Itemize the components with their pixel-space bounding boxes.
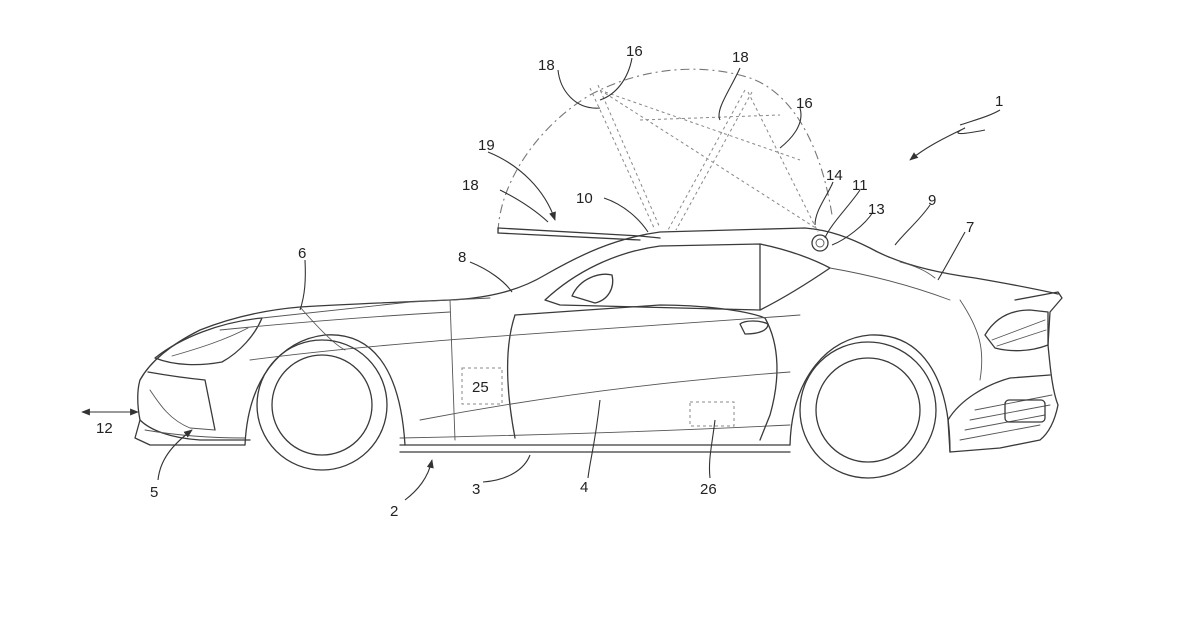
label-16-right: 16 bbox=[796, 95, 813, 112]
label-4: 4 bbox=[580, 479, 588, 496]
label-13: 13 bbox=[868, 201, 885, 218]
component-26-box bbox=[689, 401, 735, 427]
label-18-left: 18 bbox=[538, 57, 555, 74]
leader-lines bbox=[81, 57, 1001, 501]
label-18-right: 18 bbox=[732, 49, 749, 66]
label-8: 8 bbox=[458, 249, 466, 266]
label-1: 1 bbox=[995, 93, 1003, 110]
roof-trajectory bbox=[497, 68, 833, 233]
component-25-box bbox=[461, 367, 503, 405]
label-12: 12 bbox=[96, 420, 113, 437]
label-25: 25 bbox=[472, 379, 489, 396]
label-6: 6 bbox=[298, 245, 306, 262]
label-26: 26 bbox=[700, 481, 717, 498]
label-2: 2 bbox=[390, 503, 398, 520]
label-18-panel: 18 bbox=[462, 177, 479, 194]
label-16-left: 16 bbox=[626, 43, 643, 60]
rear-wheel bbox=[799, 341, 937, 479]
roof-panel-front bbox=[497, 227, 661, 241]
front-wheel bbox=[256, 339, 388, 471]
label-5: 5 bbox=[150, 484, 158, 501]
label-7: 7 bbox=[966, 219, 974, 236]
label-3: 3 bbox=[472, 481, 480, 498]
label-9: 9 bbox=[928, 192, 936, 209]
label-14: 14 bbox=[826, 167, 843, 184]
reference-labels: 1 2 3 4 5 6 7 8 9 10 11 12 13 14 16 16 1… bbox=[96, 43, 1003, 520]
car-body bbox=[134, 227, 1063, 479]
label-19: 19 bbox=[478, 137, 495, 154]
label-11: 11 bbox=[852, 177, 868, 194]
label-10: 10 bbox=[576, 190, 593, 207]
